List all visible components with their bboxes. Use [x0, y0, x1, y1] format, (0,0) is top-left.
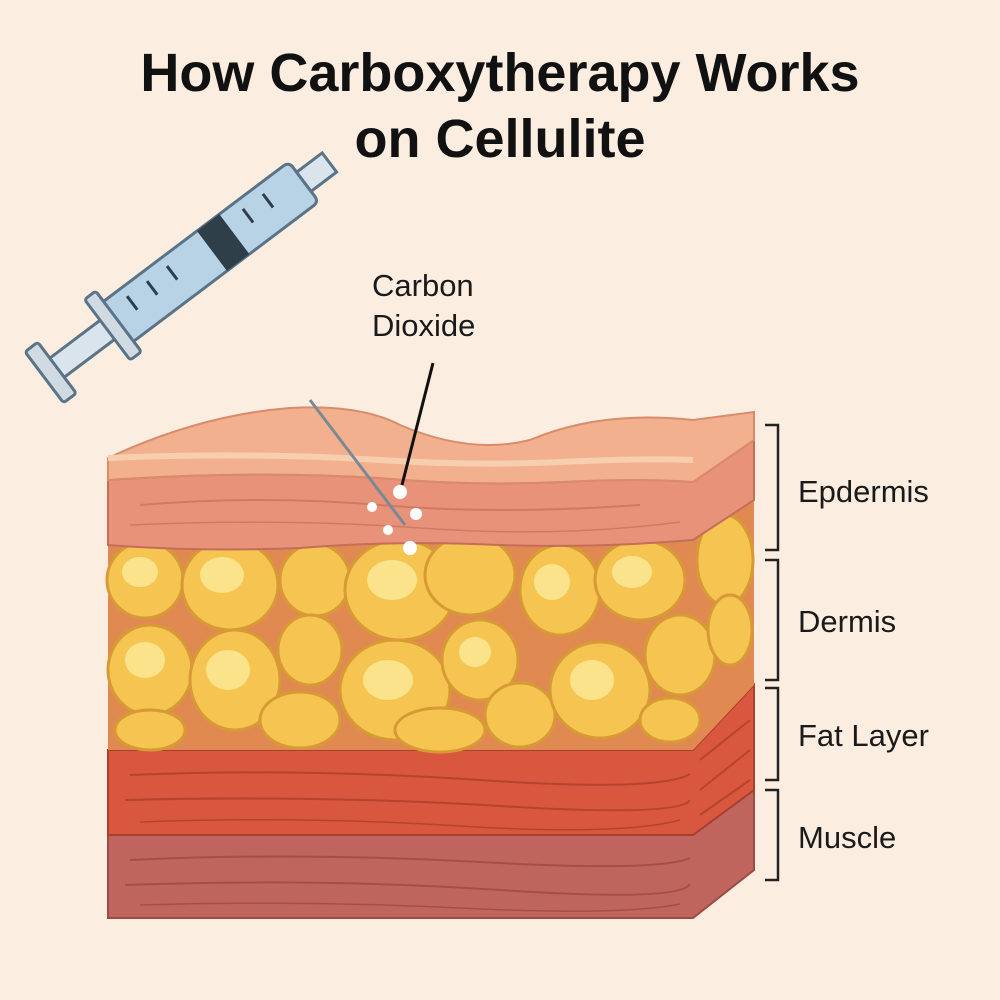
epidermis-layer	[107, 406, 755, 485]
page-title: How Carboxytherapy Works on Cellulite	[0, 40, 1000, 172]
co2-label: Carbon Dioxide	[372, 266, 475, 346]
deep-muscle-block	[107, 788, 755, 919]
layer-label-epidermis: Epdermis	[798, 474, 929, 509]
callout-pointer	[400, 362, 435, 486]
layer-label-fat: Fat Layer	[798, 718, 929, 753]
co2-bubbles-icon	[367, 485, 422, 555]
title-line-2: on Cellulite	[354, 109, 646, 169]
syringe-icon	[24, 150, 407, 526]
title-line-1: How Carboxytherapy Works	[140, 43, 860, 103]
layer-label-muscle: Muscle	[798, 820, 897, 855]
co2-label-line-1: Carbon	[372, 268, 474, 303]
layer-label-dermis: Dermis	[798, 604, 897, 639]
muscle-layer	[107, 682, 755, 836]
layer-brackets	[765, 423, 780, 882]
co2-label-line-2: Dioxide	[372, 308, 476, 343]
fat-layer	[105, 500, 755, 754]
